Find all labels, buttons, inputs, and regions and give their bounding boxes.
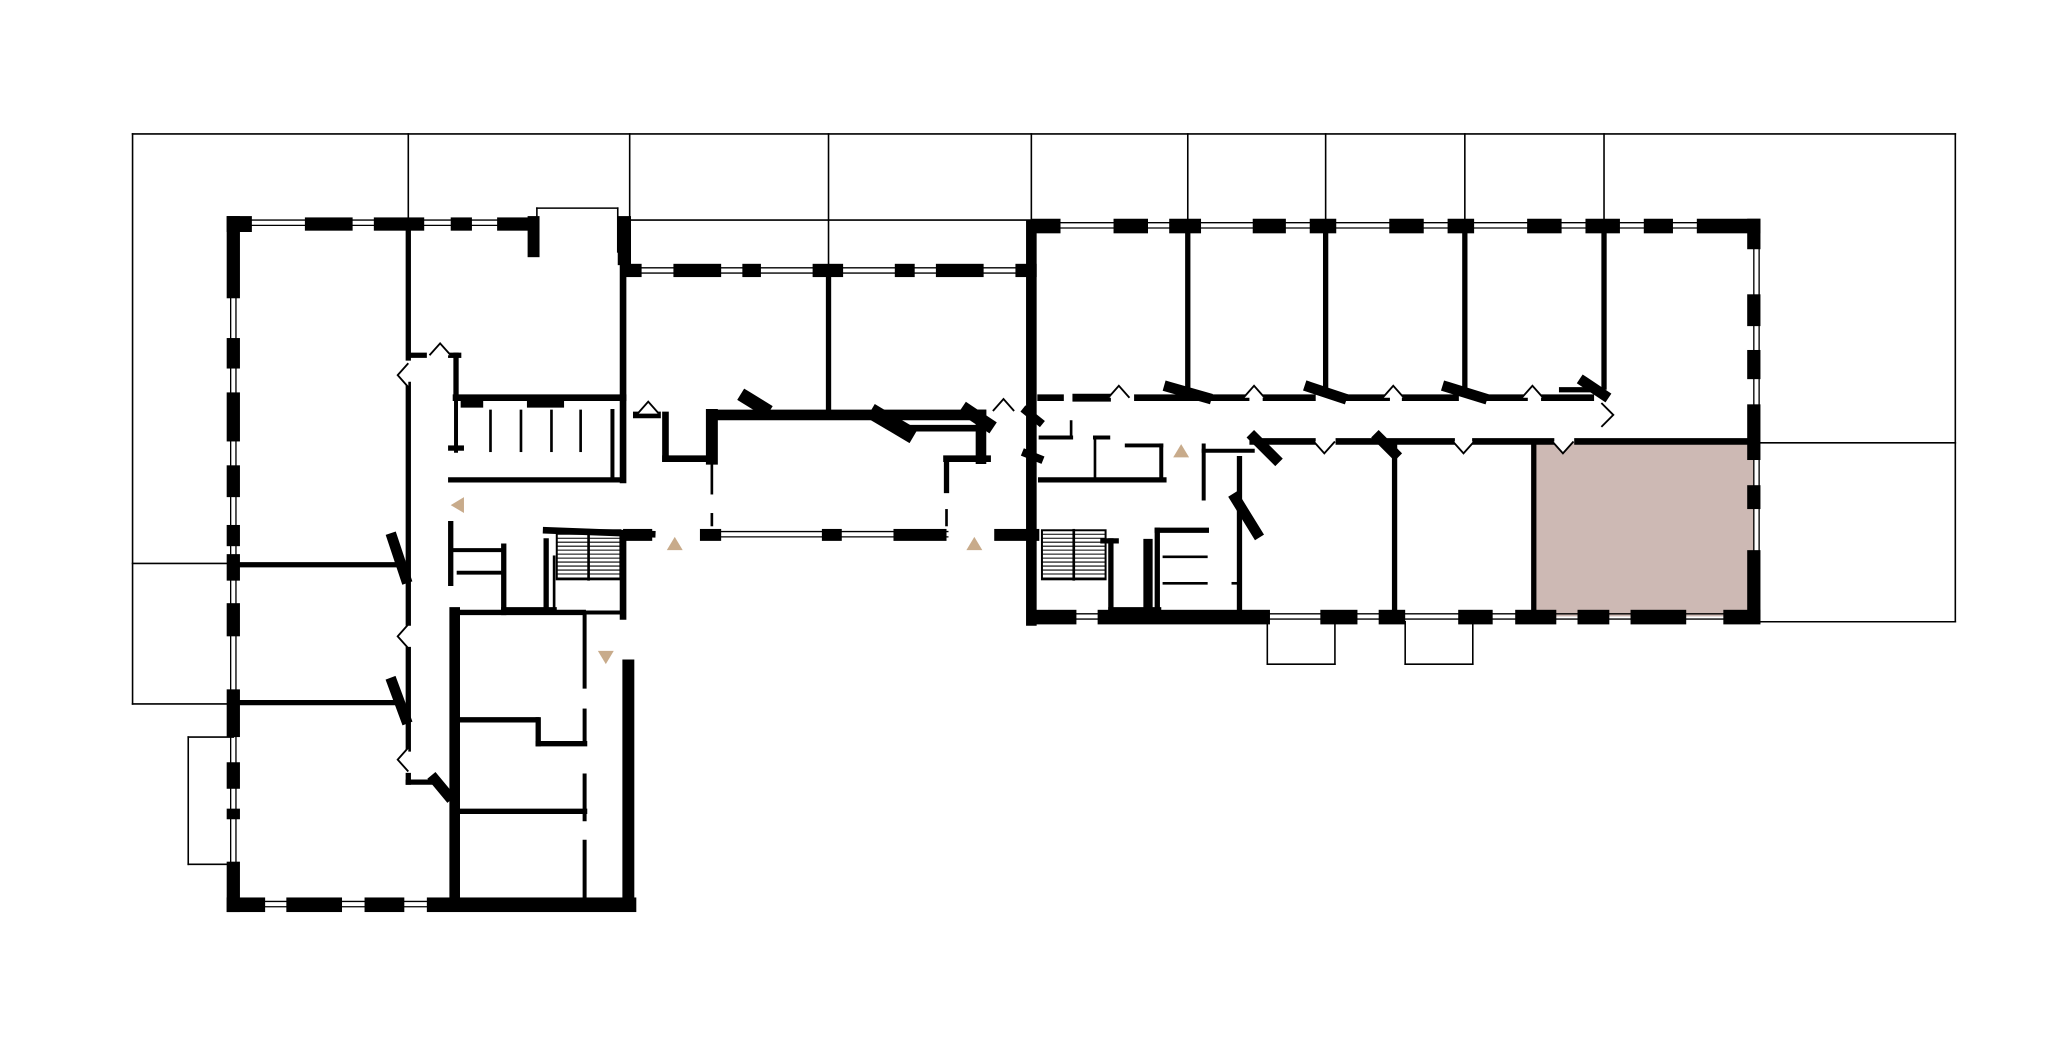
wall-pier	[450, 217, 472, 231]
interior-wall	[385, 531, 413, 585]
door-swing-icon	[1551, 440, 1575, 455]
wall-pier	[893, 528, 947, 541]
wall-pier	[226, 524, 240, 547]
wall-pier	[1028, 609, 1077, 625]
interior-wall	[866, 404, 918, 444]
entrance-arrow-icon	[450, 497, 464, 514]
wall-pier	[426, 897, 637, 913]
entrance-arrow-icon	[666, 536, 683, 551]
wall-pier	[527, 216, 540, 258]
interior-wall	[737, 388, 773, 418]
door-swing-icon	[396, 362, 409, 388]
wall-pier	[226, 689, 240, 738]
door-swing-icon	[1452, 440, 1475, 455]
wall-pier	[1723, 609, 1761, 625]
wall-pier	[742, 263, 761, 278]
interior-wall	[427, 772, 456, 803]
wall-pier	[497, 217, 537, 231]
interior-wall	[1246, 429, 1283, 467]
door-swing-icon	[636, 400, 660, 415]
wall-pier	[1577, 609, 1610, 625]
wall-pier	[226, 465, 240, 498]
wall-pier	[1643, 218, 1673, 234]
wall-pier	[226, 897, 266, 913]
wall-pier	[1309, 218, 1337, 234]
wall-pier	[673, 263, 722, 278]
wall-pier	[304, 217, 353, 231]
wall-pier	[894, 263, 915, 278]
wall-pier	[821, 528, 842, 541]
interior-wall	[1020, 405, 1045, 428]
interior-wall	[1228, 491, 1265, 541]
wall-pier	[935, 263, 984, 278]
wall-pier	[1527, 218, 1562, 234]
wall-pier	[1747, 404, 1761, 461]
wall-pier	[1252, 218, 1286, 234]
stairs	[555, 528, 1107, 581]
wall-pier	[1747, 550, 1761, 624]
interior-wall	[958, 401, 997, 434]
wall-pier	[226, 392, 240, 442]
doors	[396, 341, 1615, 773]
wall-pier	[1320, 609, 1358, 625]
wall-pier	[226, 216, 240, 299]
walls	[226, 216, 1761, 913]
wall-pier	[1031, 218, 1061, 234]
wall-pier	[1747, 218, 1761, 250]
wall-pier	[226, 808, 240, 820]
wall-pier	[226, 762, 240, 789]
wall-pier	[226, 603, 240, 637]
door-swing-icon	[396, 623, 409, 649]
entrance-arrow-icon	[966, 536, 983, 551]
wall-pier	[1097, 609, 1270, 625]
door-swing-icon	[1600, 402, 1615, 428]
wall-pier	[226, 338, 240, 369]
wall-pier	[364, 897, 405, 913]
interior-wall	[1020, 448, 1045, 464]
wall-pier	[1630, 609, 1687, 625]
door-swing-icon	[1521, 384, 1544, 399]
site-outline	[131, 133, 1957, 866]
door-swing-icon	[992, 397, 1015, 412]
entrance-arrow-icon	[1173, 444, 1190, 458]
wall-pier	[1696, 218, 1761, 234]
wall-pier	[1747, 485, 1761, 510]
door-swing-icon	[428, 341, 452, 356]
door-swing-icon	[1107, 384, 1131, 399]
wall-pier	[1113, 218, 1149, 234]
wall-pier	[994, 528, 1040, 541]
highlighted-unit[interactable]	[1533, 442, 1754, 617]
interior-wall	[385, 675, 413, 726]
door-swing-icon	[1242, 384, 1266, 399]
door-swing-icon	[1313, 440, 1336, 455]
wall-pier	[226, 554, 240, 581]
wall-pier	[373, 217, 425, 231]
wall-pier	[1389, 218, 1424, 234]
wall-pier	[699, 528, 722, 541]
entrance-markers	[450, 444, 1190, 665]
wall-pier	[1747, 294, 1761, 327]
entrance-arrow-icon	[597, 650, 614, 665]
wall-pier	[286, 897, 343, 913]
wall-pier	[1747, 349, 1761, 380]
door-swing-icon	[396, 747, 409, 773]
wall-pier	[623, 263, 642, 278]
door-swing-icon	[1381, 384, 1405, 399]
wall-pier	[1458, 609, 1493, 625]
wall-pier	[1447, 218, 1475, 234]
